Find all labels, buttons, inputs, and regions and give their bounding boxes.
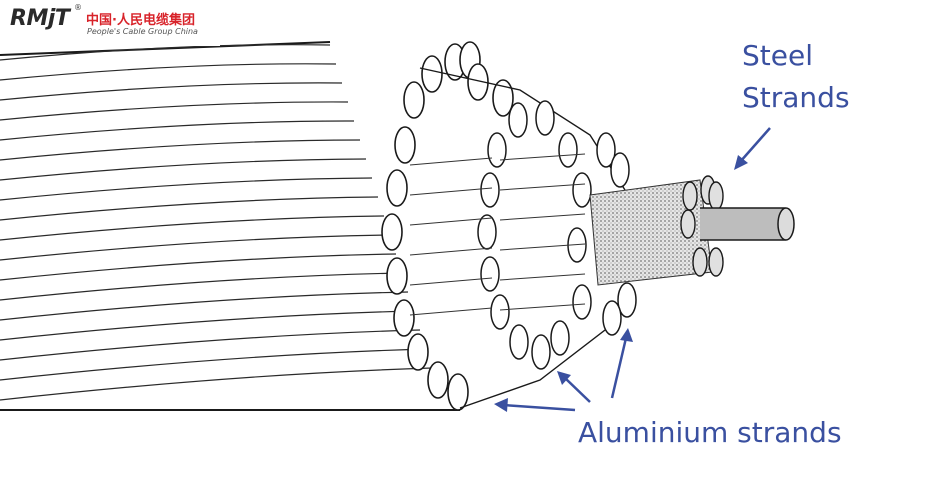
aluminium-strands-label: Aluminium strands: [578, 416, 842, 449]
aluminium-arrow-2: [557, 371, 591, 403]
outer-aluminium-ring: [381, 41, 631, 411]
steel-strands-label-line1: Steel: [742, 39, 813, 72]
aluminium-arrow-1: [494, 398, 576, 412]
company-logo: RMjT ® 中国·人民电缆集团 People's Cable Group Ch…: [0, 0, 220, 46]
steel-arrow: [734, 127, 771, 170]
steel-strands-label-line2: Strands: [742, 81, 850, 114]
brand-mark: RMjT: [10, 6, 70, 31]
aluminium-arrow-3: [610, 328, 633, 399]
brand-chinese-name: 中国·人民电缆集团: [86, 13, 195, 28]
steel-core: [589, 175, 795, 286]
brand-english-name: People's Cable Group China: [87, 27, 198, 36]
outer-layer-body: [0, 41, 460, 411]
registered-mark: ®: [74, 3, 82, 12]
inner-aluminium-ring: [409, 100, 637, 370]
